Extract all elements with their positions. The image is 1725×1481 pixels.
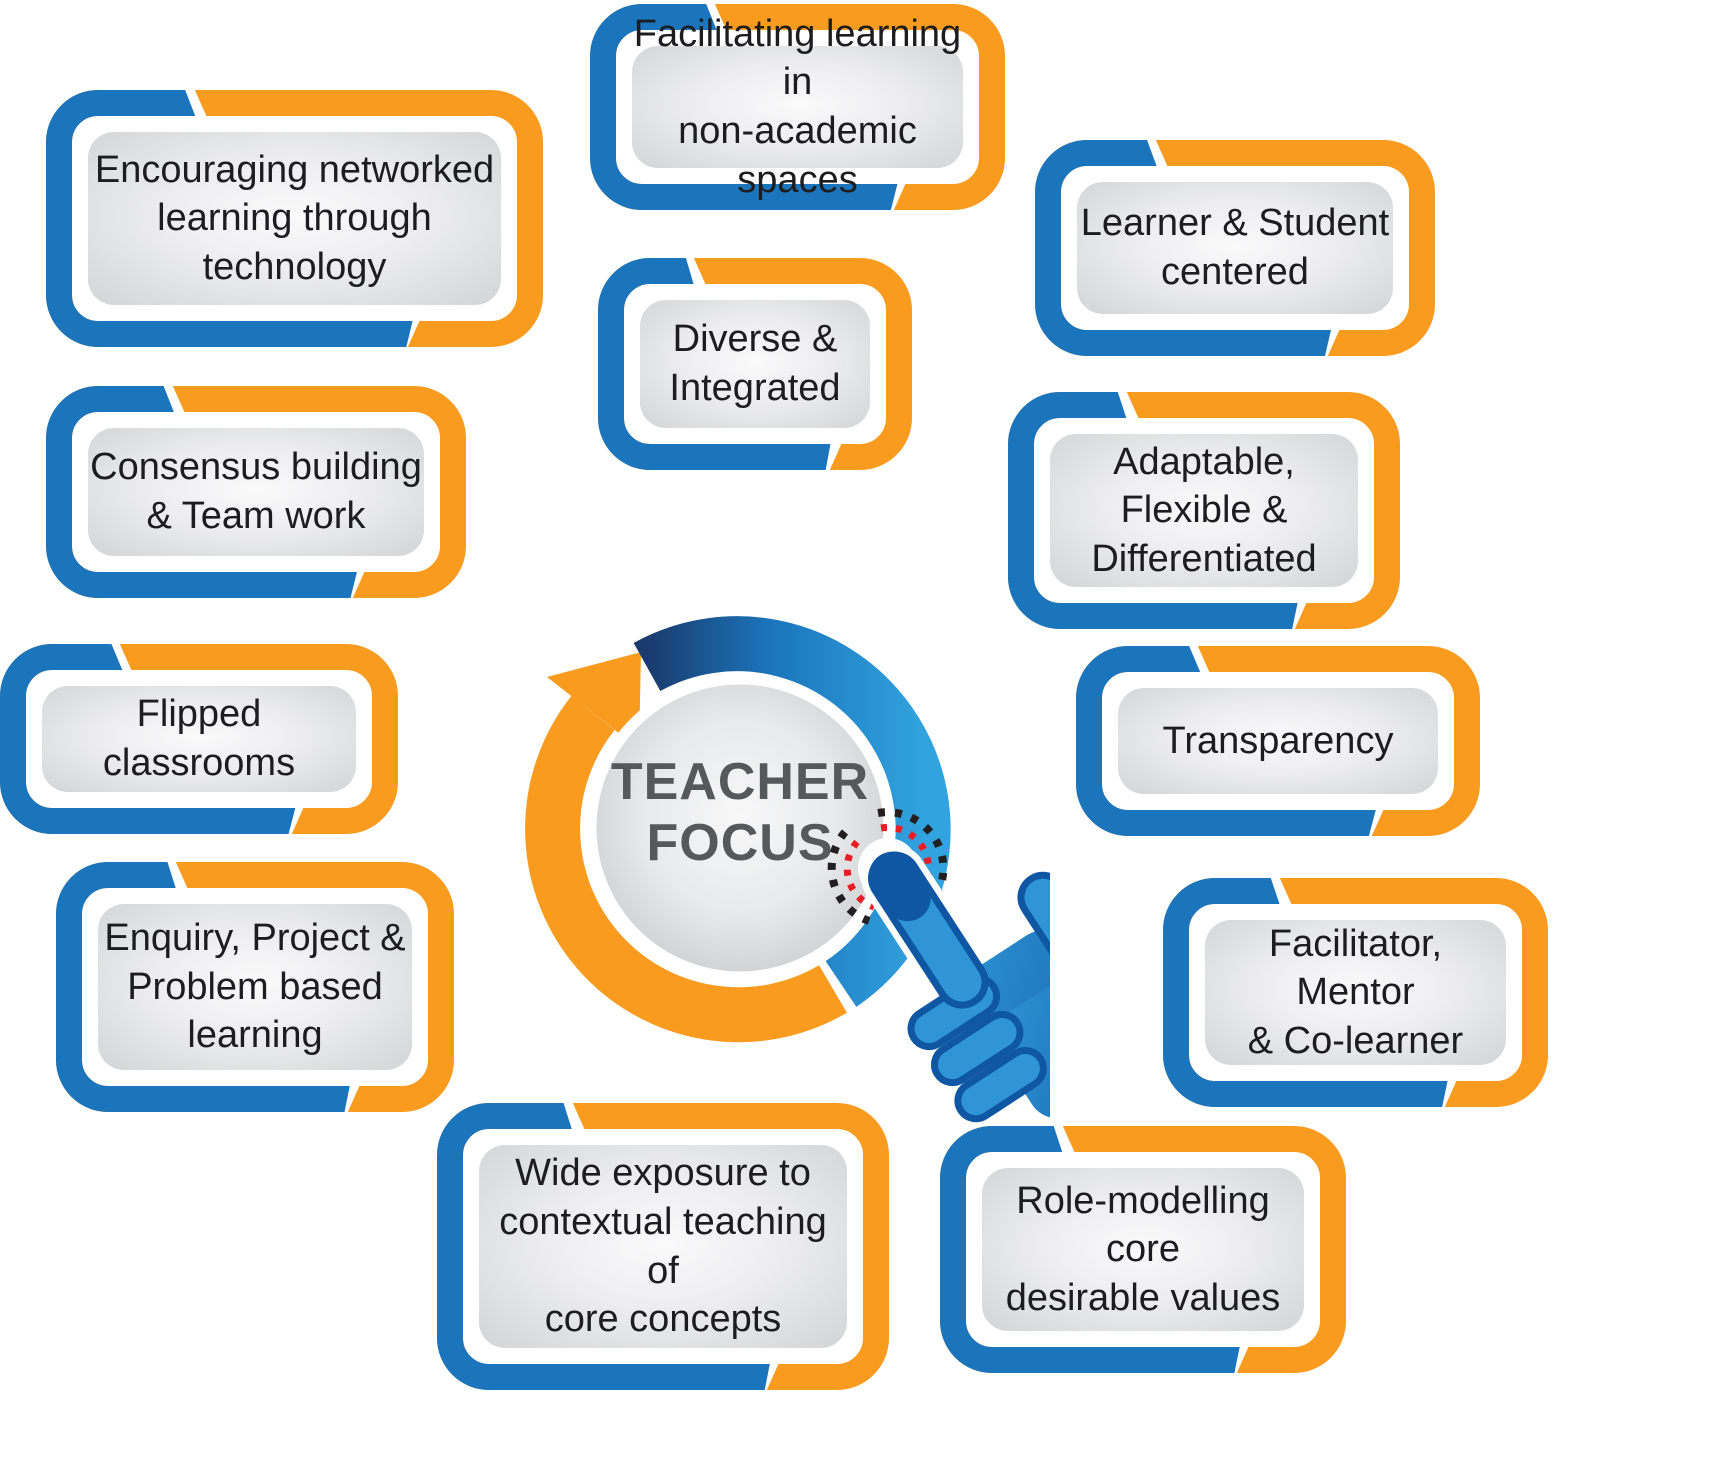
concept-box-wide-exposure: Wide exposure to contextual teaching of …	[437, 1090, 889, 1403]
box-inner-panel: Transparency	[1118, 688, 1438, 794]
concept-box-transparency: Transparency	[1076, 633, 1480, 849]
concept-box-learner: Learner & Student centered	[1035, 127, 1435, 369]
box-inner-panel: Flipped classrooms	[42, 686, 356, 792]
center-circle	[585, 673, 895, 983]
concept-box-flipped: Flipped classrooms	[0, 631, 398, 847]
box-inner-panel: Facilitating learning in non-academic sp…	[632, 13, 963, 201]
box-label: Flipped classrooms	[102, 693, 296, 784]
box-inner-panel: Encouraging networked learning through t…	[88, 132, 501, 305]
concept-box-encouraging: Encouraging networked learning through t…	[46, 77, 543, 360]
concept-box-facilitating: Facilitating learning in non-academic sp…	[590, 0, 1005, 223]
box-inner-panel: Role-modelling core desirable values	[982, 1168, 1304, 1331]
orange-arrow-arc	[525, 652, 847, 1043]
concept-box-role-modelling: Role-modelling core desirable values	[940, 1113, 1346, 1386]
box-inner-panel: Learner & Student centered	[1077, 182, 1393, 314]
box-label: Learner & Student centered	[1080, 202, 1390, 293]
box-label: Adaptable, Flexible & Differentiated	[1091, 440, 1317, 580]
center-title: TEACHER FOCUS	[610, 753, 870, 873]
box-label: Facilitator, Mentor & Co-learner	[1247, 922, 1464, 1062]
concept-box-enquiry: Enquiry, Project & Problem based learnin…	[56, 849, 454, 1125]
box-label: Role-modelling core desirable values	[1005, 1179, 1281, 1319]
box-inner-panel: Diverse & Integrated	[640, 300, 870, 428]
box-inner-panel: Consensus building & Team work	[88, 428, 424, 556]
box-inner-panel: Enquiry, Project & Problem based learnin…	[98, 904, 412, 1070]
box-label: Diverse & Integrated	[669, 318, 841, 409]
box-label: Enquiry, Project & Problem based learnin…	[104, 917, 406, 1057]
concept-box-consensus: Consensus building & Team work	[46, 373, 466, 611]
box-label: Consensus building & Team work	[90, 446, 422, 537]
box-label: Wide exposure to contextual teaching of …	[499, 1152, 827, 1341]
hand-cursor-icon	[861, 845, 1050, 1129]
box-inner-panel: Adaptable, Flexible & Differentiated	[1050, 434, 1358, 587]
concept-box-diverse: Diverse & Integrated	[598, 245, 912, 483]
teacher-focus-graphic	[525, 616, 1050, 1129]
box-label: Encouraging networked learning through t…	[94, 148, 495, 288]
concept-box-adaptable: Adaptable, Flexible & Differentiated	[1008, 379, 1400, 642]
box-inner-panel: Facilitator, Mentor & Co-learner	[1205, 920, 1506, 1065]
box-label: Transparency	[1162, 719, 1394, 762]
box-label: Facilitating learning in non-academic sp…	[633, 12, 962, 201]
box-inner-panel: Wide exposure to contextual teaching of …	[479, 1145, 847, 1348]
concept-box-facilitator: Facilitator, Mentor & Co-learner	[1163, 865, 1548, 1120]
